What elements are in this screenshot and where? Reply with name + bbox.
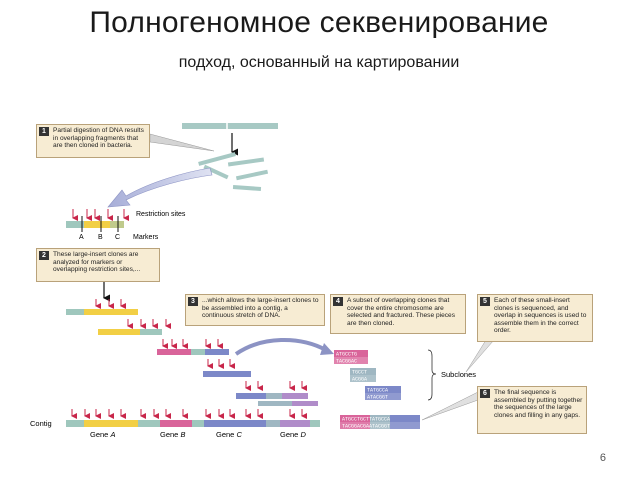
step-3-box: 3 ...which allows the large-insert clone… bbox=[185, 294, 325, 326]
marker-a-label: A bbox=[79, 234, 84, 241]
step-2-number: 2 bbox=[39, 251, 49, 260]
subclones-bracket bbox=[427, 349, 437, 401]
curved-arrow bbox=[107, 167, 213, 208]
seq-1-bottom: TACGGAC bbox=[336, 359, 357, 365]
chromosome-bar bbox=[182, 123, 278, 129]
step-1-number: 1 bbox=[39, 127, 49, 136]
restriction-arrows-top bbox=[72, 209, 129, 221]
marker-c-label: C bbox=[115, 234, 120, 241]
step-2-text: These large-insert clones are analyzed f… bbox=[53, 251, 141, 274]
page-number: 6 bbox=[599, 452, 606, 464]
step-1-box: 1 Partial digestion of DNA results in ov… bbox=[36, 124, 150, 158]
seq-3-bottom: ATACGGT bbox=[367, 395, 388, 401]
page-title: Полногеномное секвенирование bbox=[89, 6, 549, 39]
marker-b-label: B bbox=[98, 234, 103, 241]
contig-restriction-arrows bbox=[71, 409, 307, 419]
markers-label: Markers bbox=[133, 234, 159, 241]
seq-final-top: ATGCCTGCTTATGCCA bbox=[342, 417, 390, 423]
step-5-text: Each of these small-insert clones is seq… bbox=[494, 297, 587, 335]
seq-3-top: TATGCCA bbox=[367, 388, 388, 394]
step-1-text: Partial digestion of DNA results in over… bbox=[53, 127, 144, 150]
contig-label: Contig bbox=[30, 419, 52, 428]
contig-bar bbox=[66, 420, 320, 427]
gene-b-label: Gene B bbox=[160, 430, 185, 439]
gene-d-label: Gene D bbox=[280, 430, 306, 439]
seq-final-bottom: TACGGACGAATACGGT bbox=[342, 424, 390, 430]
seq-2-bottom: ACGGA bbox=[352, 377, 367, 383]
restriction-sites-label: Restriction sites bbox=[136, 211, 186, 218]
step-2-box: 2 These large-insert clones are analyzed… bbox=[36, 248, 160, 282]
step-5-box: 5 Each of these small-insert clones is s… bbox=[477, 294, 593, 342]
gene-a-label: Gene A bbox=[90, 430, 115, 439]
subclones-label: Subclones bbox=[441, 370, 476, 379]
step-6-number: 6 bbox=[480, 389, 490, 398]
seq-1-top: ATGCCTG bbox=[336, 352, 357, 358]
page-subtitle: подход, основанный на картировании bbox=[178, 54, 460, 71]
subclone-arrow bbox=[234, 338, 327, 356]
step-3-number: 3 bbox=[188, 297, 198, 306]
step-6-box: 6 The final sequence is assembled by put… bbox=[477, 386, 587, 434]
step-4-text: A subset of overlapping clones that cove… bbox=[347, 297, 456, 327]
dna-fragments bbox=[198, 152, 269, 191]
step-5-number: 5 bbox=[480, 297, 490, 306]
step-4-number: 4 bbox=[333, 297, 343, 306]
step-4-box: 4 A subset of overlapping clones that co… bbox=[330, 294, 466, 334]
step-6-text: The final sequence is assembled by putti… bbox=[494, 389, 583, 419]
clone-row-markers bbox=[66, 216, 124, 232]
step-3-text: ...which allows the large-insert clones … bbox=[202, 297, 319, 320]
seq-2-top: TGCCT bbox=[352, 370, 367, 376]
large-insert-clones bbox=[66, 299, 318, 406]
gene-c-label: Gene C bbox=[216, 430, 242, 439]
subclone-sequences: ATGCCTG TACGGAC TGCCT ACGGA TATGCCA ATAC… bbox=[334, 350, 420, 430]
